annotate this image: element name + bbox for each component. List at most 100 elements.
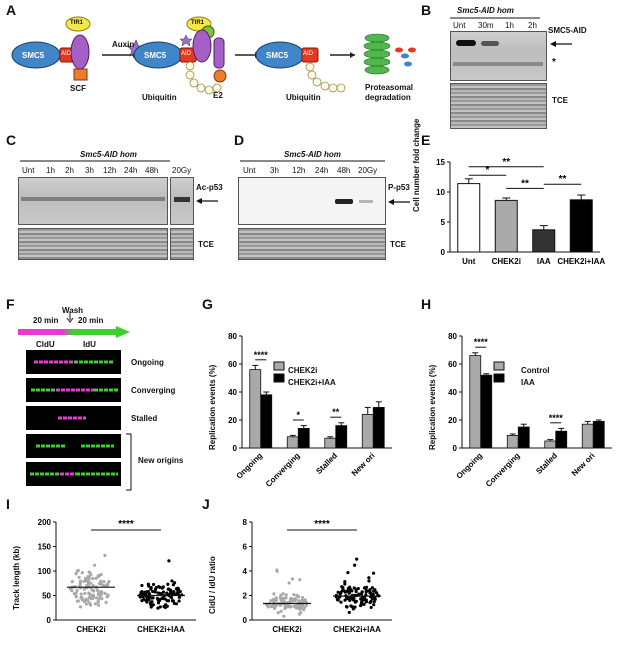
j-point: [303, 598, 307, 602]
j-point: [346, 570, 350, 575]
g-category-label: Stalled: [314, 451, 339, 476]
j-point: [338, 592, 342, 596]
f-pulse-arrow: [18, 326, 130, 338]
j-point: [283, 605, 287, 609]
j-point: [348, 598, 352, 602]
i-point: [170, 579, 174, 583]
f-row-new-origins: New origins: [138, 456, 184, 465]
i-point: [158, 598, 162, 603]
j-point: [289, 599, 294, 603]
i-point: [169, 589, 173, 594]
d-blot-tce: [238, 228, 386, 260]
j-point: [371, 571, 376, 575]
j-point: [292, 593, 296, 597]
j-point: [353, 563, 357, 567]
d-arrow-icon: [388, 199, 410, 205]
e-ytick-label: 5: [441, 218, 446, 227]
b-label-tce: TCE: [552, 96, 568, 105]
i-point: [169, 592, 173, 596]
h-legend-swatch: [493, 361, 505, 371]
i-point: [177, 595, 182, 599]
j-point: [300, 595, 305, 600]
g-bar: [260, 394, 273, 449]
i-point: [82, 587, 87, 591]
j-point: [347, 591, 351, 595]
j-point: [282, 600, 287, 604]
j-point: [289, 604, 293, 609]
g-bar: [297, 428, 310, 449]
i-point: [91, 577, 95, 581]
j-point: [369, 599, 373, 604]
i-point: [100, 590, 104, 594]
c-blot-tce: [18, 228, 168, 260]
i-point: [172, 581, 177, 585]
f-cldu: CldU: [36, 340, 55, 349]
g-bar: [286, 436, 299, 449]
i-point: [97, 596, 101, 600]
e-ytick-label: 10: [436, 188, 445, 197]
g-ytick-label: 20: [228, 416, 237, 425]
c-lane-1: 1h: [46, 166, 55, 175]
i-point: [70, 580, 74, 584]
ubiquitin-label-1: Ubiquitin: [142, 93, 177, 102]
j-point: [359, 597, 363, 601]
i-point: [78, 583, 82, 587]
i-point: [107, 580, 111, 584]
j-point: [282, 596, 286, 600]
d-lane-5: 20Gy: [358, 166, 378, 175]
h-legend-swatch: [493, 373, 505, 383]
j-point: [269, 599, 273, 603]
h-sig-label: ****: [549, 413, 564, 423]
c-lane-0: Unt: [22, 166, 35, 175]
i-point: [82, 599, 87, 604]
j-category-label: CHEK2i+IAA: [333, 625, 381, 634]
i-category-label: CHEK2i+IAA: [137, 625, 185, 634]
i-point: [169, 596, 174, 600]
c-lane-2: 2h: [65, 166, 74, 175]
j-point: [297, 612, 302, 616]
i-point: [156, 606, 160, 610]
h-category-label: Stalled: [534, 451, 559, 476]
i-point: [91, 584, 95, 588]
panel-label-g: G: [202, 296, 213, 312]
c-label-tce: TCE: [198, 240, 214, 249]
i-point: [144, 598, 148, 603]
i-ytick-label: 0: [47, 616, 52, 625]
i-point: [154, 586, 158, 590]
e-bar: [494, 199, 518, 253]
i-point: [104, 600, 108, 604]
smc5-label-1: SMC5: [22, 51, 45, 60]
j-ytick-label: 8: [243, 518, 248, 527]
g-bar: [249, 369, 262, 449]
j-point: [361, 602, 365, 606]
smc5-label-2: SMC5: [144, 51, 167, 60]
b-lane-1h: 1h: [505, 21, 514, 30]
j-point: [292, 597, 296, 602]
g-legend-1: CHEK2i: [288, 366, 318, 375]
aid-label-2: AID: [181, 51, 192, 57]
i-point: [149, 605, 153, 609]
i-point: [74, 572, 78, 576]
f-idu: IdU: [83, 340, 96, 349]
i-point: [75, 569, 79, 573]
h-ytick-label: 20: [448, 416, 457, 425]
i-point: [165, 591, 169, 595]
j-point: [299, 605, 303, 609]
b-blot-smc5: [450, 31, 547, 81]
g-sig-label: *: [296, 410, 300, 420]
j-point: [372, 600, 376, 604]
i-ytick-label: 100: [38, 567, 52, 576]
i-point: [78, 605, 82, 609]
c-lane-3: 3h: [85, 166, 94, 175]
g-bar: [361, 414, 374, 449]
i-point: [139, 590, 143, 594]
j-point: [343, 579, 347, 584]
j-point: [290, 577, 294, 581]
e2-label: E2: [213, 91, 223, 100]
i-point: [94, 596, 99, 600]
g-ytick-label: 80: [228, 332, 237, 341]
h-bar: [581, 423, 594, 449]
c-lane-extra: 20Gy: [172, 166, 192, 175]
scf-body-1: [70, 34, 90, 70]
